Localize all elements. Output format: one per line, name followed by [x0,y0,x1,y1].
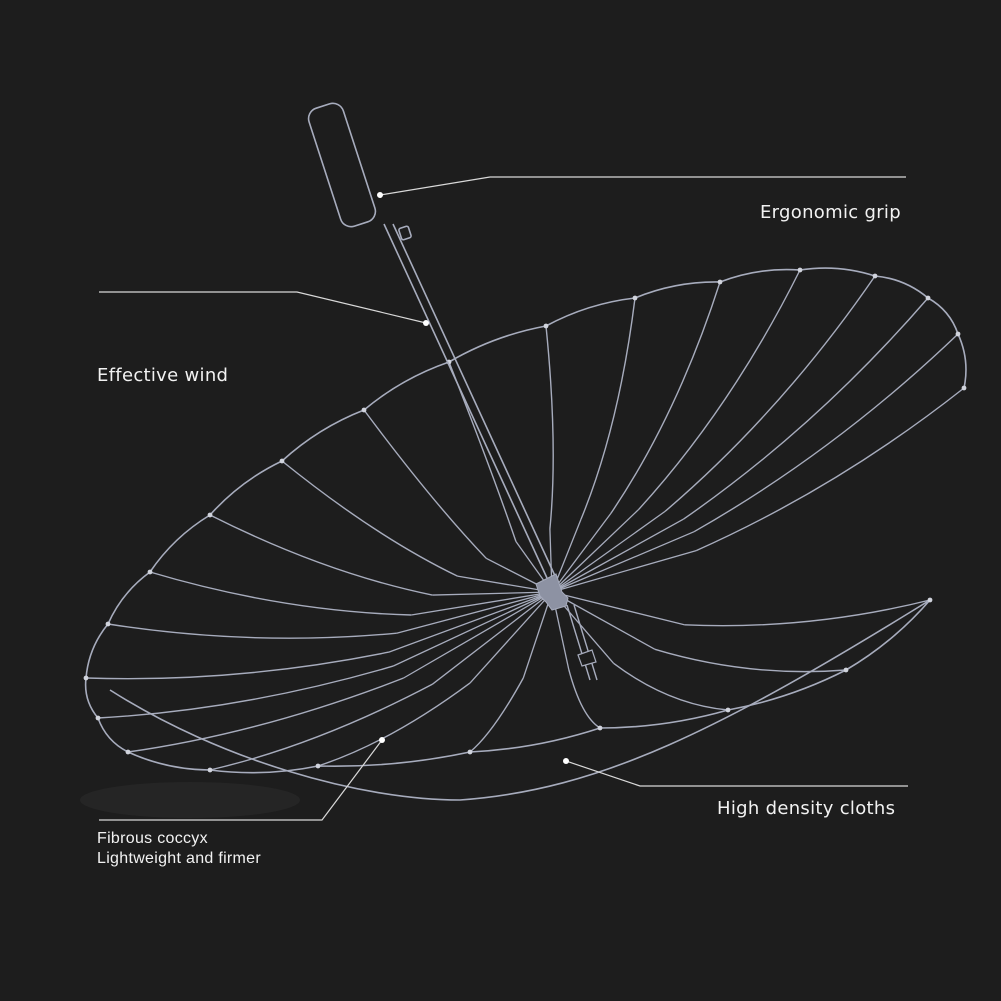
ergonomic-grip-label: Ergonomic grip [760,202,901,223]
rib-tip [207,767,213,773]
rib-tip [725,707,731,713]
stretcher [551,591,685,626]
fibrous-coccyx-label: Fibrous coccyx [97,830,208,847]
high-density-cloth-label: High density cloths [717,798,896,819]
stretcher [522,591,553,679]
rib-tip [632,295,638,301]
stretcher [457,575,553,593]
rib [580,297,636,520]
rib [683,297,929,520]
stretcher [432,591,553,596]
rib-tip [717,279,723,285]
rib [693,333,959,533]
stretcher [551,510,666,593]
rib-tip [925,295,931,301]
rib [107,623,397,639]
cloth-dot [563,758,569,764]
rib [317,682,471,767]
stretcher [411,591,553,616]
rib [695,387,965,552]
rib-tip [543,323,549,329]
wind-leader-line [99,291,427,324]
rib-tip [315,763,321,769]
rib-tip [83,675,89,681]
rib-tip [597,725,603,731]
rib [684,599,931,627]
rib [363,409,487,559]
rib [209,683,433,771]
stretcher [403,591,553,679]
stretcher [392,591,553,667]
stretcher [551,591,656,650]
grip-dot [377,192,383,198]
stretcher [551,518,684,593]
rib-tip [843,667,849,673]
umbrella-ribs [83,267,967,773]
rib-tip [467,749,473,755]
wind-dot [423,320,429,326]
rib [97,665,394,719]
rib-tip [361,407,367,413]
effective-wind-label: Effective wind [97,365,229,386]
rib-leader-line [99,739,383,821]
rib-tip [147,569,153,575]
rib [664,275,876,512]
cloth-leader-line [565,760,908,787]
umbrella-stretchers [388,508,697,685]
umbrella-tip-knob [577,649,597,667]
rib-tip [927,597,933,603]
callout-lines [99,176,908,821]
stretcher [469,591,553,684]
lightweight-firmer-label: Lightweight and firmer [97,850,262,867]
rib [149,571,412,616]
rib-tip [207,512,213,518]
rib-tip [872,273,878,279]
rib [568,669,601,729]
rib [281,460,458,577]
rib [209,514,433,596]
rib-tip [125,749,131,755]
rib [638,269,801,510]
rib-tip [955,331,961,337]
rib [610,281,721,514]
stretcher [551,508,640,593]
rib-tip [95,715,101,721]
rib [613,662,729,711]
rib-tip [961,385,967,391]
umbrella-handle [307,102,412,241]
stretcher [551,513,612,593]
stretcher [431,591,553,685]
callout-dots [377,192,569,764]
umbrella-shaft [383,223,598,681]
rib [85,651,390,680]
rib-tip [279,458,285,464]
rib [469,677,524,753]
stretcher [551,531,695,593]
grip-leader-line [379,176,906,196]
stretcher [551,549,697,593]
rib [654,648,847,673]
stretcher [388,591,553,653]
rib-tip [797,267,803,273]
canopy-lower-edge [109,599,931,801]
rib [127,677,404,753]
rib [545,325,554,529]
stretcher [396,591,553,634]
umbrella-runner [535,573,569,611]
rib-tip [105,621,111,627]
rib-dot [379,737,385,743]
